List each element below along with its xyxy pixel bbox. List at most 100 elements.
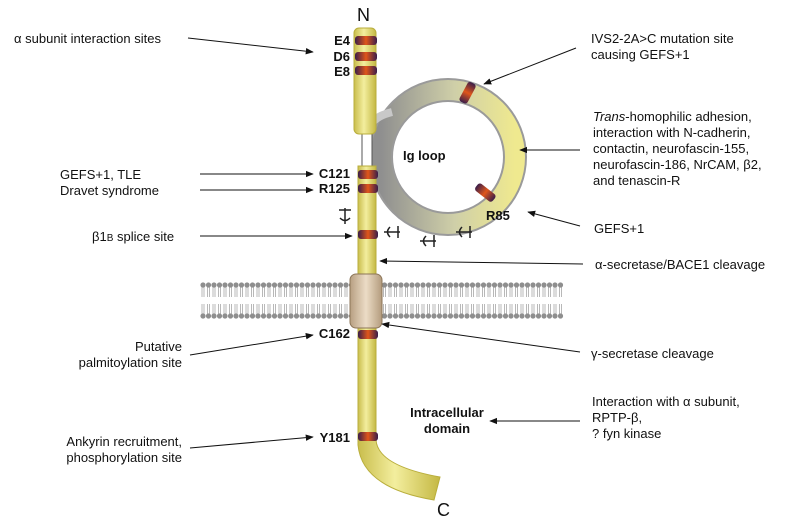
- lipid-head: [552, 313, 558, 319]
- annotation-intracellular-line3: ? fyn kinase: [592, 426, 661, 441]
- lipid-head: [282, 313, 289, 319]
- lipid-head: [381, 282, 388, 288]
- pointer-arrows: [187, 37, 584, 449]
- lipid-head: [249, 282, 256, 288]
- lipid-head: [398, 313, 404, 319]
- annotation-gamma-secretase: γ-secretase cleavage: [591, 346, 714, 361]
- lipid-head: [293, 282, 300, 288]
- lipid-head: [343, 313, 349, 319]
- annotation-trans-line1: Trans-homophilic adhesion,: [593, 109, 752, 124]
- annotation-alpha-secretase: α-secretase/BACE1 cleavage: [595, 257, 765, 272]
- band-e8: [355, 66, 377, 75]
- lipid-head: [200, 282, 206, 288]
- annotation-ankyrin-line1: Ankyrin recruitment,: [66, 434, 182, 449]
- lipid-head: [260, 282, 267, 288]
- lipid-head: [271, 282, 278, 288]
- lipid-head: [216, 282, 223, 288]
- lipid-head: [238, 313, 245, 319]
- n-terminus-label: N: [357, 5, 370, 25]
- arrow-ankyrin: [189, 434, 314, 449]
- lipid-head: [200, 313, 206, 319]
- lipid-head: [469, 313, 476, 319]
- lipid-head: [475, 313, 481, 319]
- lipid-head: [326, 313, 333, 319]
- lipid-head: [436, 313, 443, 319]
- lipid-head: [293, 313, 300, 319]
- lipid-head: [431, 282, 437, 288]
- lipid-head: [277, 282, 283, 288]
- lipid-head: [299, 313, 305, 319]
- lipid-head: [271, 313, 278, 319]
- lipid-head: [513, 313, 520, 319]
- lipid-head: [508, 313, 514, 319]
- lipid-head: [321, 282, 327, 288]
- lipid-head: [458, 282, 465, 288]
- band-splice: [358, 230, 378, 239]
- lipid-head: [233, 282, 239, 288]
- lipid-head: [255, 282, 261, 288]
- arrow-gefs-r85: [527, 210, 581, 227]
- annotation-intracellular-line2: RPTP-β,: [592, 410, 642, 425]
- lipid-head: [464, 282, 470, 288]
- lipid-head: [414, 313, 421, 319]
- lipid-head: [502, 313, 509, 319]
- lipid-head: [211, 282, 217, 288]
- lipid-head: [541, 313, 547, 319]
- lipid-head: [486, 313, 492, 319]
- lipid-head: [436, 282, 443, 288]
- lipid-head: [332, 282, 338, 288]
- site-label-r85: R85: [486, 208, 510, 223]
- lipid-head: [425, 282, 432, 288]
- lipid-head: [497, 282, 503, 288]
- lipid-head: [337, 313, 344, 319]
- lipid-head: [255, 313, 261, 319]
- annotation-trans-line3: contactin, neurofascin-155,: [593, 141, 749, 156]
- lipid-head: [310, 313, 316, 319]
- lipid-head: [216, 313, 223, 319]
- lipid-head: [447, 313, 454, 319]
- intracellular-label-line1: Intracellular: [410, 405, 484, 420]
- lipid-head: [315, 282, 322, 288]
- site-label-d6: D6: [333, 49, 350, 64]
- lipid-head: [508, 282, 514, 288]
- lipid-head: [420, 313, 426, 319]
- arrow-alpha-subunit-sites: [187, 37, 314, 55]
- lipid-head: [431, 313, 437, 319]
- lipid-head: [321, 313, 327, 319]
- lipid-head: [425, 313, 432, 319]
- lipid-head: [387, 282, 393, 288]
- site-label-e4: E4: [334, 33, 351, 48]
- band-d6: [355, 52, 377, 61]
- lipid-head: [315, 313, 322, 319]
- band-r125: [358, 184, 378, 193]
- lipid-head: [513, 282, 520, 288]
- lipid-head: [524, 313, 531, 319]
- lipid-head: [233, 313, 239, 319]
- lipid-head: [442, 313, 448, 319]
- annotation-ivs-line2: causing GEFS+1: [591, 47, 690, 62]
- lipid-head: [211, 313, 217, 319]
- lipid-head: [304, 282, 311, 288]
- annotation-trans-line2: interaction with N-cadherin,: [593, 125, 751, 140]
- lipid-head: [475, 282, 481, 288]
- lipid-head: [310, 282, 316, 288]
- arrow-gamma-secretase: [381, 321, 581, 353]
- lipid-head: [205, 282, 212, 288]
- band-c121: [358, 170, 378, 179]
- lipid-head: [557, 313, 564, 319]
- lipid-head: [282, 282, 289, 288]
- lipid-head: [502, 282, 509, 288]
- lipid-head: [409, 282, 415, 288]
- lipid-head: [480, 313, 487, 319]
- lipid-head: [227, 313, 234, 319]
- lipid-head: [546, 282, 553, 288]
- glycan-icon: [420, 235, 436, 247]
- lipid-head: [392, 282, 399, 288]
- annotation-intracellular-line1: Interaction with α subunit,: [592, 394, 740, 409]
- annotation-putative-line2: palmitoylation site: [79, 355, 182, 370]
- annotation-trans-line4: neurofascin-186, NrCAM, β2,: [593, 157, 762, 172]
- lipid-head: [453, 282, 459, 288]
- lipid-head: [222, 282, 228, 288]
- lipid-head: [299, 282, 305, 288]
- lipid-head: [266, 282, 272, 288]
